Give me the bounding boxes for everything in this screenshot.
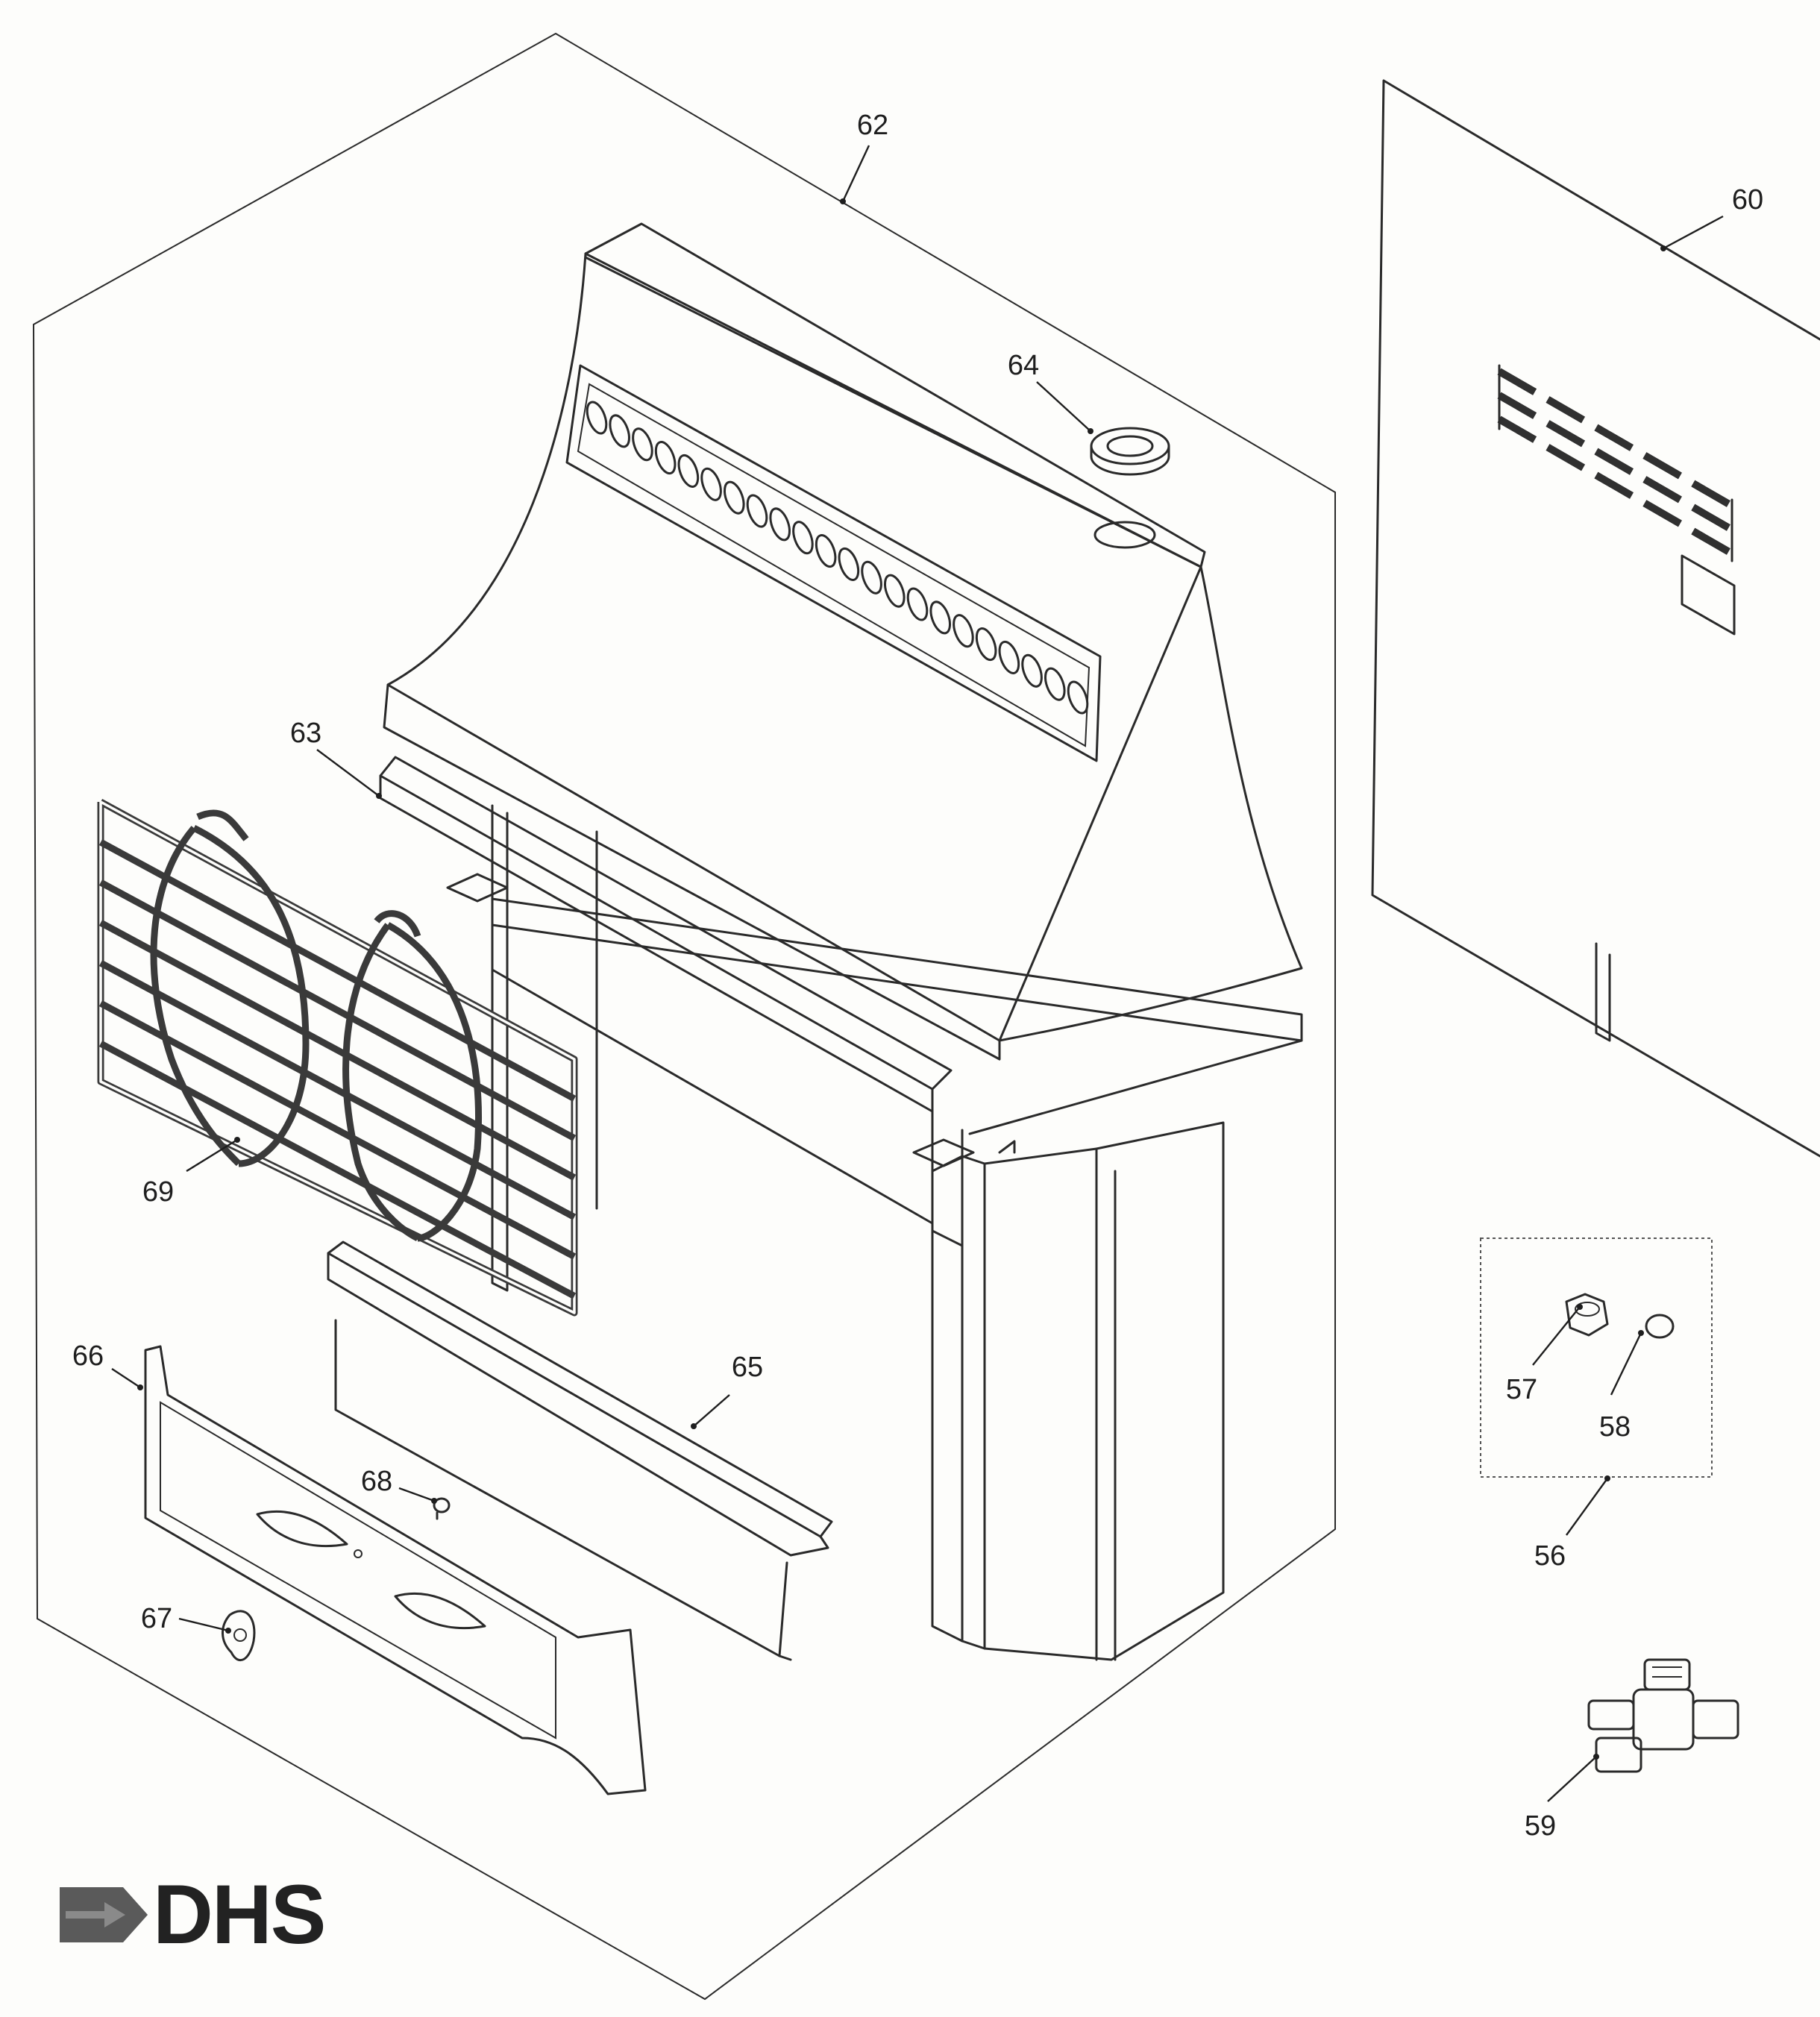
part-number-56: 56 [1534,1540,1566,1572]
part-number-62: 62 [857,110,888,141]
dhs-logo: DHS [60,1868,326,1961]
hood-oval-ornament [1021,653,1043,688]
hood-oval-ornament [998,640,1020,674]
hood [383,222,1303,1061]
part-number-58: 58 [1599,1411,1631,1443]
hood-oval-ornament [1044,667,1066,701]
hood-decorative-ovals [586,401,1089,715]
grille-bar [98,879,577,1141]
hood-oval-ornament [724,480,745,515]
hood-oval-ornament [769,507,791,542]
hood-oval-ornament [1067,680,1089,715]
side-pillar [931,1121,1225,1661]
hood-oval-ornament [654,441,677,475]
hood-oval-ornament [929,600,951,635]
part-number-59: 59 [1525,1810,1556,1842]
part-number-66: 66 [72,1340,104,1372]
fitting-kit-box [1480,1238,1713,1478]
hood-oval-ornament [792,521,814,555]
hood-oval-ornament [632,427,653,462]
decorative-grille [97,799,578,1317]
part-number-65: 65 [732,1352,763,1383]
logo-text: DHS [153,1868,324,1961]
part-number-64: 64 [1008,350,1039,381]
front-frame [379,756,1303,1292]
grille-bar [98,960,577,1220]
back-panel [1371,79,1820,1158]
leader-lines [111,145,1724,1802]
knob [222,1610,256,1662]
hood-oval-ornament [609,414,630,448]
screw [433,1497,451,1520]
part-number-57: 57 [1506,1374,1537,1405]
part-number-69: 69 [142,1176,174,1208]
hood-oval-ornament [838,547,860,581]
front-fascia-panel [144,1345,647,1795]
lower-shelf [327,1240,833,1661]
hood-oval-ornament [586,401,608,435]
part-number-63: 63 [290,718,321,749]
hood-collar [1090,427,1170,476]
hood-oval-ornament [884,574,906,608]
hood-oval-ornament [953,614,974,648]
hood-oval-ornament [815,534,837,568]
hood-oval-ornament [700,467,722,501]
part-number-67: 67 [141,1603,172,1634]
part-number-60: 60 [1732,184,1763,216]
hood-oval-ornament [906,587,929,621]
grille-bar [98,920,577,1181]
assembly-boundary [32,32,1336,2001]
hood-oval-ornament [677,454,700,488]
hood-oval-ornament [861,560,882,595]
part-number-68: 68 [361,1466,392,1497]
hood-oval-ornament [975,627,997,662]
grille-bar [98,1000,577,1260]
hood-oval-ornament [746,494,768,528]
grille-bar [98,839,577,1102]
gas-valve [1587,1658,1739,1773]
